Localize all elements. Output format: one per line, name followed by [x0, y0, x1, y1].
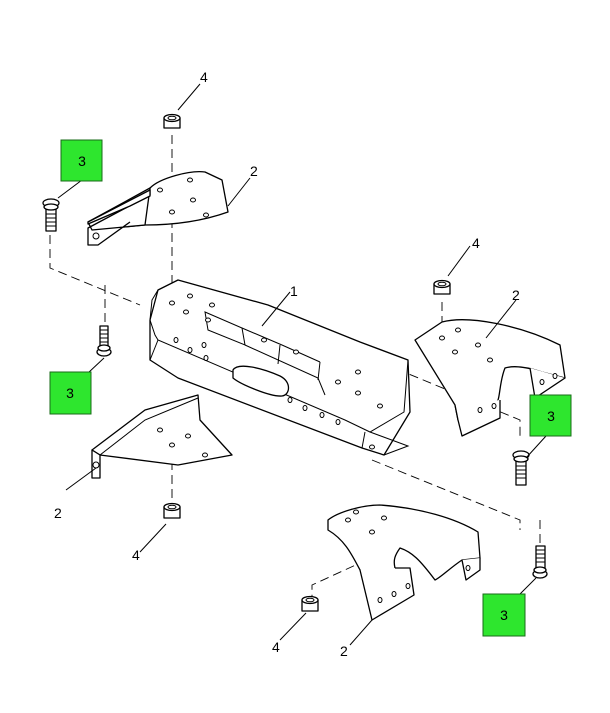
callout-labels: 4 2 1 2 4 4 2 2 4 [54, 69, 520, 659]
nut-bottom-left[interactable] [163, 502, 181, 519]
bolt-tag-left-mid[interactable]: 3 [49, 371, 92, 415]
bolt-left-mid[interactable] [96, 325, 112, 357]
bolt-top-left[interactable] [42, 198, 60, 232]
leader-lines [57, 83, 547, 646]
callout-nut-right-lower: 4 [272, 639, 280, 655]
bolt-tag-label: 3 [547, 408, 555, 424]
bolt-tag-right-mid[interactable]: 3 [529, 394, 572, 437]
bolt-tag-top-left[interactable]: 3 [60, 139, 103, 182]
callout-bracket-right-upper: 2 [512, 287, 520, 303]
nut-right-upper[interactable] [433, 279, 451, 295]
callout-bracket-bottom-left: 2 [54, 505, 62, 521]
bolt-tag-label: 3 [66, 385, 74, 401]
bolt-right-lower[interactable] [532, 545, 548, 579]
callout-bracket-top-left: 2 [250, 163, 258, 179]
bracket-right-upper[interactable] [414, 319, 566, 437]
bolt-right-mid[interactable] [512, 450, 530, 486]
callout-nut-bottom-left: 4 [132, 547, 140, 563]
callout-nut-top-left: 4 [200, 69, 208, 85]
crossmember[interactable] [149, 279, 411, 456]
bracket-top-left[interactable] [87, 171, 229, 246]
bracket-right-lower[interactable] [327, 504, 481, 621]
bolt-tag-right-lower[interactable]: 3 [482, 593, 526, 637]
callout-crossmember: 1 [290, 283, 298, 299]
callout-nut-right-upper: 4 [472, 235, 480, 251]
callout-bracket-right-lower: 2 [340, 643, 348, 659]
nut-top-left[interactable] [163, 113, 181, 129]
nut-right-lower[interactable] [301, 595, 319, 612]
bracket-bottom-left[interactable] [91, 394, 233, 479]
bolt-tag-label: 3 [78, 153, 86, 169]
bolt-tag-label: 3 [500, 607, 508, 623]
